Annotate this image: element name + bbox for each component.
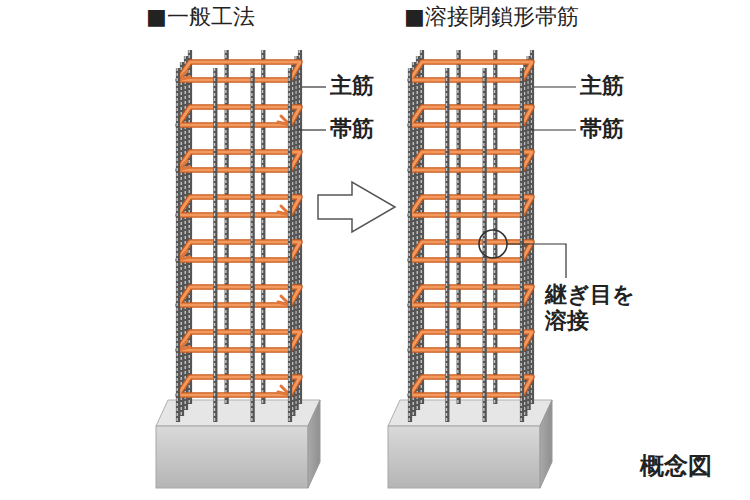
main-bar-rib	[251, 68, 252, 422]
hoop	[410, 287, 532, 305]
main-bar-rib	[409, 68, 410, 422]
hoop	[178, 287, 300, 305]
main-bar-rib	[446, 68, 447, 422]
main-bar-rib	[176, 68, 177, 422]
hoop	[178, 242, 300, 260]
weld-callout-circle	[479, 230, 507, 258]
hoop	[410, 242, 532, 260]
part-label: 帯筋	[580, 116, 624, 142]
hoop	[178, 62, 300, 80]
rebar-cage	[388, 50, 552, 488]
hoop	[410, 107, 532, 125]
hoop	[410, 287, 532, 305]
section-heading: ■溶接閉鎖形帯筋	[404, 4, 579, 30]
hoop	[178, 107, 300, 125]
hoop	[178, 287, 300, 305]
part-label: 主筋	[330, 73, 374, 99]
hoop	[178, 197, 300, 215]
main-bar	[520, 68, 524, 422]
hoop	[178, 377, 300, 395]
leader-line	[298, 129, 326, 130]
hoop	[178, 107, 300, 125]
concrete-base	[388, 426, 540, 488]
concrete-base-side	[308, 400, 320, 488]
main-bar	[213, 68, 217, 422]
hoop	[410, 332, 532, 350]
part-label: 帯筋	[330, 116, 374, 142]
hoop	[410, 332, 532, 350]
main-bar	[288, 68, 292, 422]
hoop	[410, 62, 532, 80]
concrete-base	[156, 426, 308, 488]
main-bar-rib	[214, 68, 215, 422]
part-label: 主筋	[580, 73, 624, 99]
hoop	[410, 107, 532, 125]
hoop	[410, 197, 532, 215]
main-bar-rib	[483, 68, 484, 422]
main-bar	[176, 68, 180, 422]
hoop	[410, 197, 532, 215]
transition-arrow	[318, 182, 395, 232]
hoop	[410, 377, 532, 395]
leader-line	[507, 244, 566, 278]
hoop	[178, 332, 300, 350]
hoop	[410, 152, 532, 170]
hoop	[178, 377, 300, 395]
hoop	[178, 197, 300, 215]
main-bar	[408, 68, 412, 422]
main-bar	[251, 68, 255, 422]
section-heading: ■一般工法	[146, 4, 255, 30]
hoop	[410, 152, 532, 170]
hoop	[178, 332, 300, 350]
leader-line	[534, 86, 576, 87]
leader-line	[530, 129, 576, 130]
figure-note: 概念図	[640, 452, 712, 481]
concrete-base-side	[540, 400, 552, 488]
leader-line	[302, 86, 326, 87]
callout-label: 継ぎ目を 溶接	[545, 282, 645, 335]
main-bar-rib	[521, 68, 522, 422]
hoop	[178, 152, 300, 170]
rebar-cage	[156, 50, 320, 488]
hoop	[178, 62, 300, 80]
hoop	[410, 242, 532, 260]
hoop	[410, 377, 532, 395]
main-bar	[483, 68, 487, 422]
hoop	[410, 62, 532, 80]
hoop	[178, 152, 300, 170]
main-bar-rib	[289, 68, 290, 422]
hoop	[178, 242, 300, 260]
main-bar	[445, 68, 449, 422]
leader-lines	[298, 87, 576, 278]
